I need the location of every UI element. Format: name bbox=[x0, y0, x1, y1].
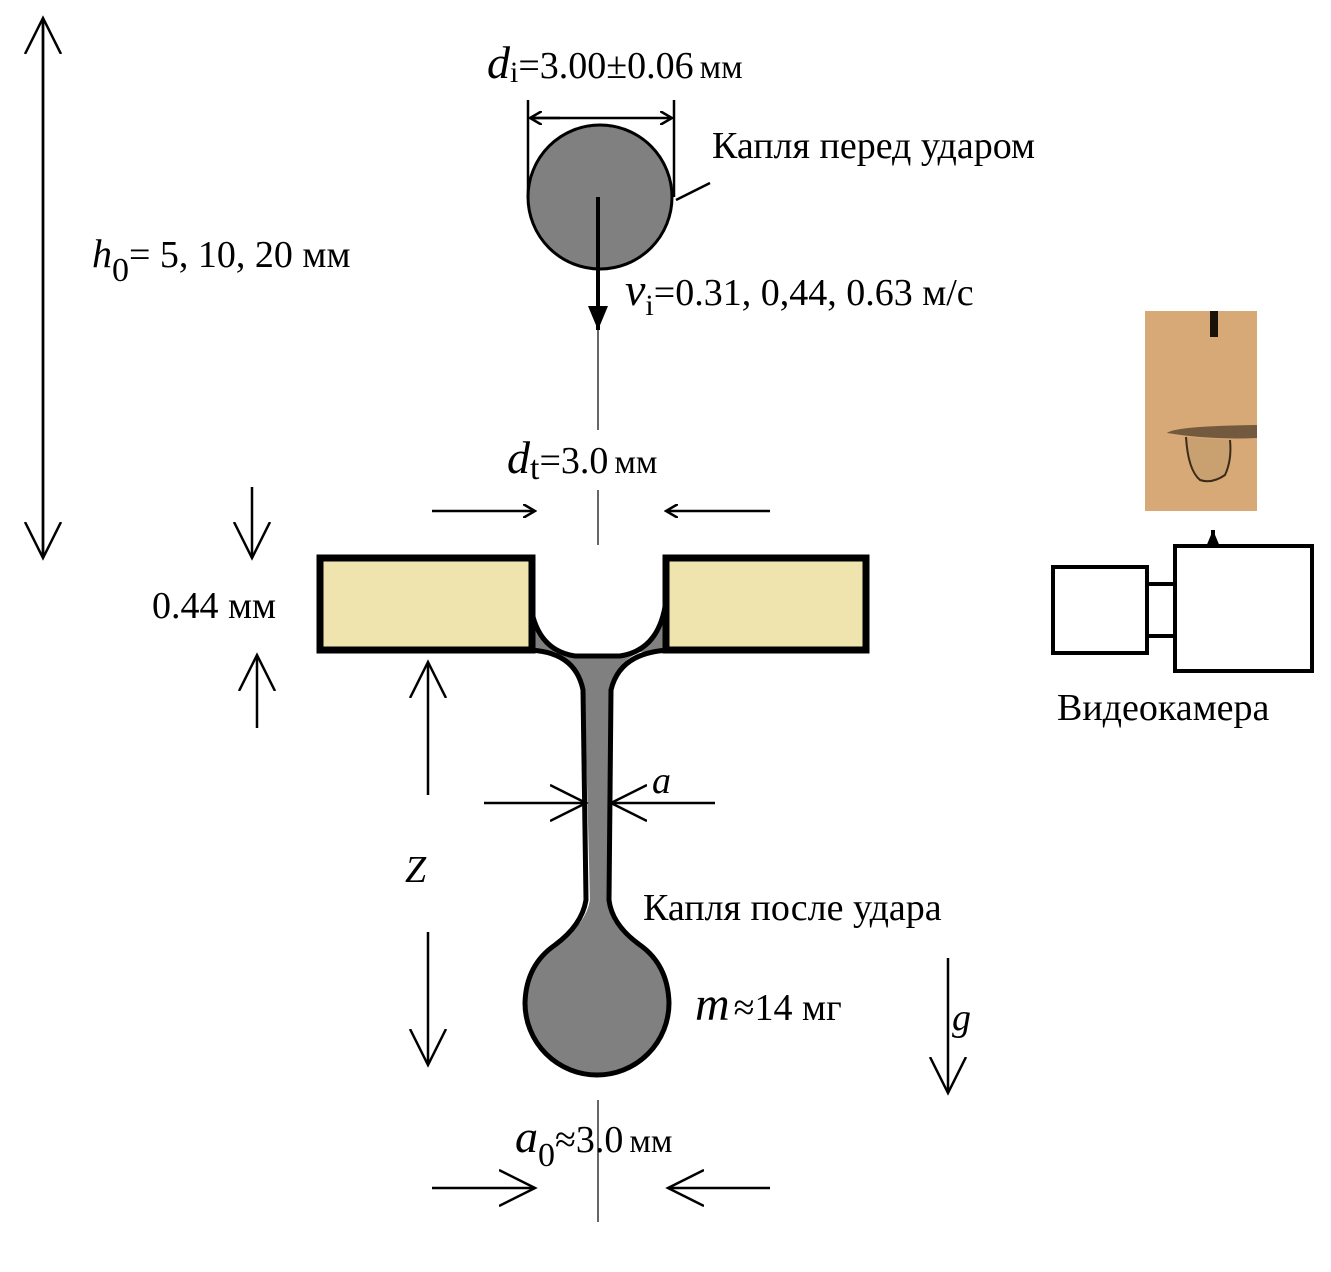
plate-left bbox=[316, 554, 536, 654]
drop-after-impact-label: Капля после удара bbox=[643, 887, 942, 929]
camera-photo bbox=[1145, 311, 1257, 511]
camera-label: Видеокамера bbox=[1057, 687, 1270, 729]
drop-before-impact-label: Капля перед ударом bbox=[712, 125, 1035, 167]
thickness-label: 0.44 мм bbox=[152, 585, 276, 627]
z-label: Z bbox=[405, 849, 427, 891]
meniscus bbox=[527, 599, 669, 659]
mass-label: m≈14 мг bbox=[695, 978, 842, 1031]
plate-right bbox=[662, 554, 870, 654]
velocity-label: vi=0.31, 0,44, 0.63 м/с bbox=[625, 264, 974, 322]
neck-label: a bbox=[652, 760, 671, 802]
video-camera-icon bbox=[1051, 544, 1314, 673]
neck bbox=[594, 700, 604, 915]
drop-outline bbox=[522, 647, 672, 1078]
leader-line bbox=[675, 181, 711, 202]
gravity-label: g bbox=[952, 997, 971, 1039]
height-label: h0= 5, 10, 20 мм bbox=[92, 231, 351, 289]
